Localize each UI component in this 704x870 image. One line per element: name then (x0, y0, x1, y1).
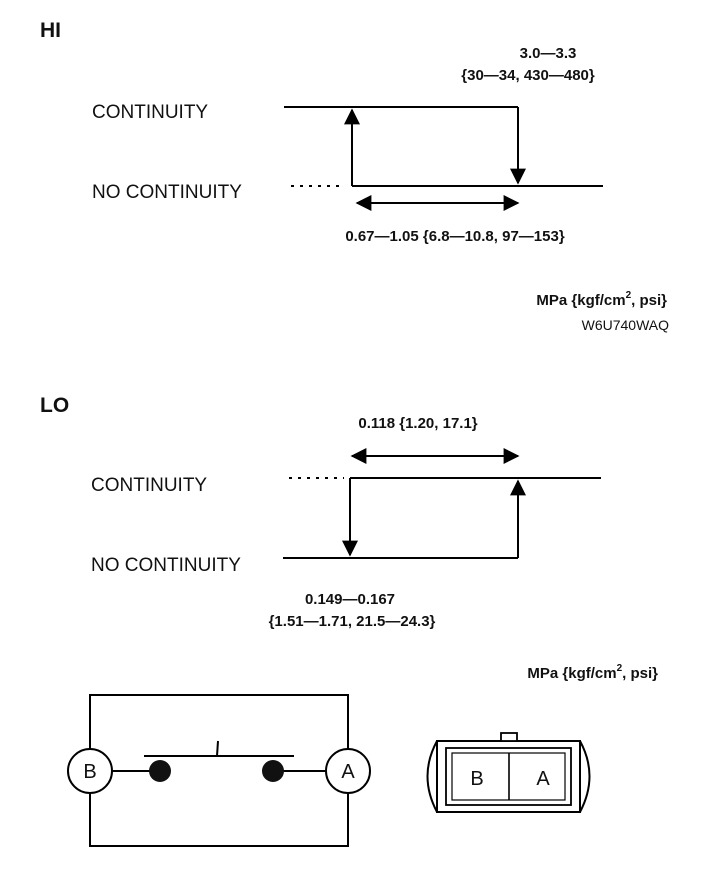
hi-range-value: 0.67—1.05 {6.8—10.8, 97—153} (345, 228, 564, 245)
hi-continuity-label: CONTINUITY (92, 102, 208, 123)
hi-unit-label: MPa {kgf/cm2, psi} (536, 290, 667, 309)
hi-upper-value: 3.0—3.3 (520, 45, 577, 62)
lo-range-value: 0.118 {1.20, 17.1} (358, 415, 477, 432)
connector-terminal-a: A (536, 768, 550, 790)
connector-inner-frame (445, 747, 572, 806)
switch-actuator (216, 740, 219, 757)
lo-unit-label: MPa {kgf/cm2, psi} (527, 663, 658, 682)
lo-section: LO 0.118 {1.20, 17.1} CONTINUITY NO CONT… (40, 394, 658, 682)
switch-circuit: B A (67, 694, 371, 847)
connector-terminal-b: B (470, 768, 483, 790)
connector-left-bulge (426, 740, 438, 813)
connector-right-bulge (579, 740, 591, 813)
hi-section: HI 3.0—3.3 {30—34, 430—480} CONTINUITY N… (40, 19, 669, 333)
hi-title: HI (40, 19, 61, 42)
connector-latch (500, 732, 518, 742)
lo-lower-value-imperial: {1.51—1.71, 21.5—24.3} (269, 613, 436, 630)
hi-upper-value-imperial: {30—34, 430—480} (461, 67, 595, 84)
terminal-b-circle (67, 748, 113, 794)
lo-continuity-label: CONTINUITY (91, 475, 207, 496)
contact-point-a (262, 760, 284, 782)
contact-point-b (149, 760, 171, 782)
terminal-a-label: A (341, 761, 355, 783)
circuit-bottom-wire (89, 792, 349, 847)
hi-figure-code: W6U740WAQ (582, 317, 670, 333)
terminal-a-circle (325, 748, 371, 794)
hi-no-continuity-label: NO CONTINUITY (92, 182, 242, 203)
circuit-top-wire (89, 694, 349, 750)
terminal-b-label: B (83, 761, 96, 783)
lo-no-continuity-label: NO CONTINUITY (91, 555, 241, 576)
lo-title: LO (40, 394, 69, 417)
connector-face: B A (426, 732, 591, 813)
lo-lower-value: 0.149—0.167 (305, 591, 395, 608)
connector-housing (436, 740, 581, 813)
